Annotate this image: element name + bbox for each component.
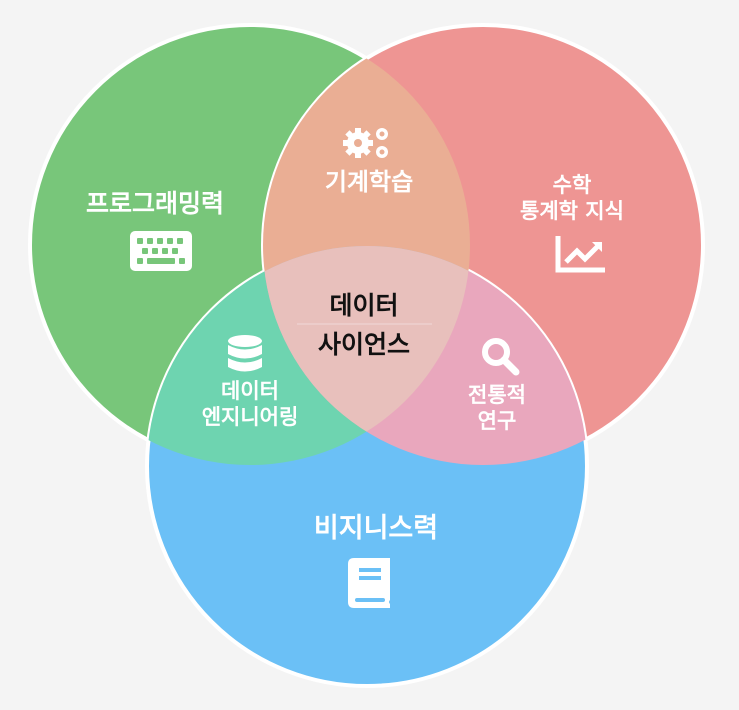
book-icon <box>348 558 390 608</box>
traditional-research-label-line2: 연구 <box>477 409 517 434</box>
data-engineering-label: 데이터 엔지니어링 <box>202 378 299 431</box>
business-label: 비지니스력 <box>313 513 439 544</box>
traditional-research-label: 전통적 연구 <box>468 382 526 435</box>
math-label-line2: 통계학 지식 <box>520 199 624 224</box>
database-icon <box>228 335 262 372</box>
data-science-label: 데이터 사이언스 <box>318 287 410 365</box>
data-science-label-line1: 데이터 <box>329 291 399 320</box>
math-label-line1: 수학 <box>552 173 592 197</box>
traditional-research-label-line1: 전통적 <box>468 383 526 407</box>
traditional-research-region <box>263 246 587 465</box>
search-icon <box>482 338 520 376</box>
programming-label: 프로그래밍력 <box>85 189 225 218</box>
data-engineering-label-line1: 데이터 <box>221 379 279 403</box>
data-science-label-line2: 사이언스 <box>317 329 411 359</box>
math-label: 수학 통계학 지식 <box>520 172 624 225</box>
keyboard-icon <box>130 231 192 271</box>
data-engineering-label-line2: 엔지니어링 <box>201 405 299 430</box>
chart-line-up-icon <box>555 236 605 273</box>
machine-learning-label: 기계학습 <box>324 168 414 196</box>
gears-icon <box>343 128 388 158</box>
